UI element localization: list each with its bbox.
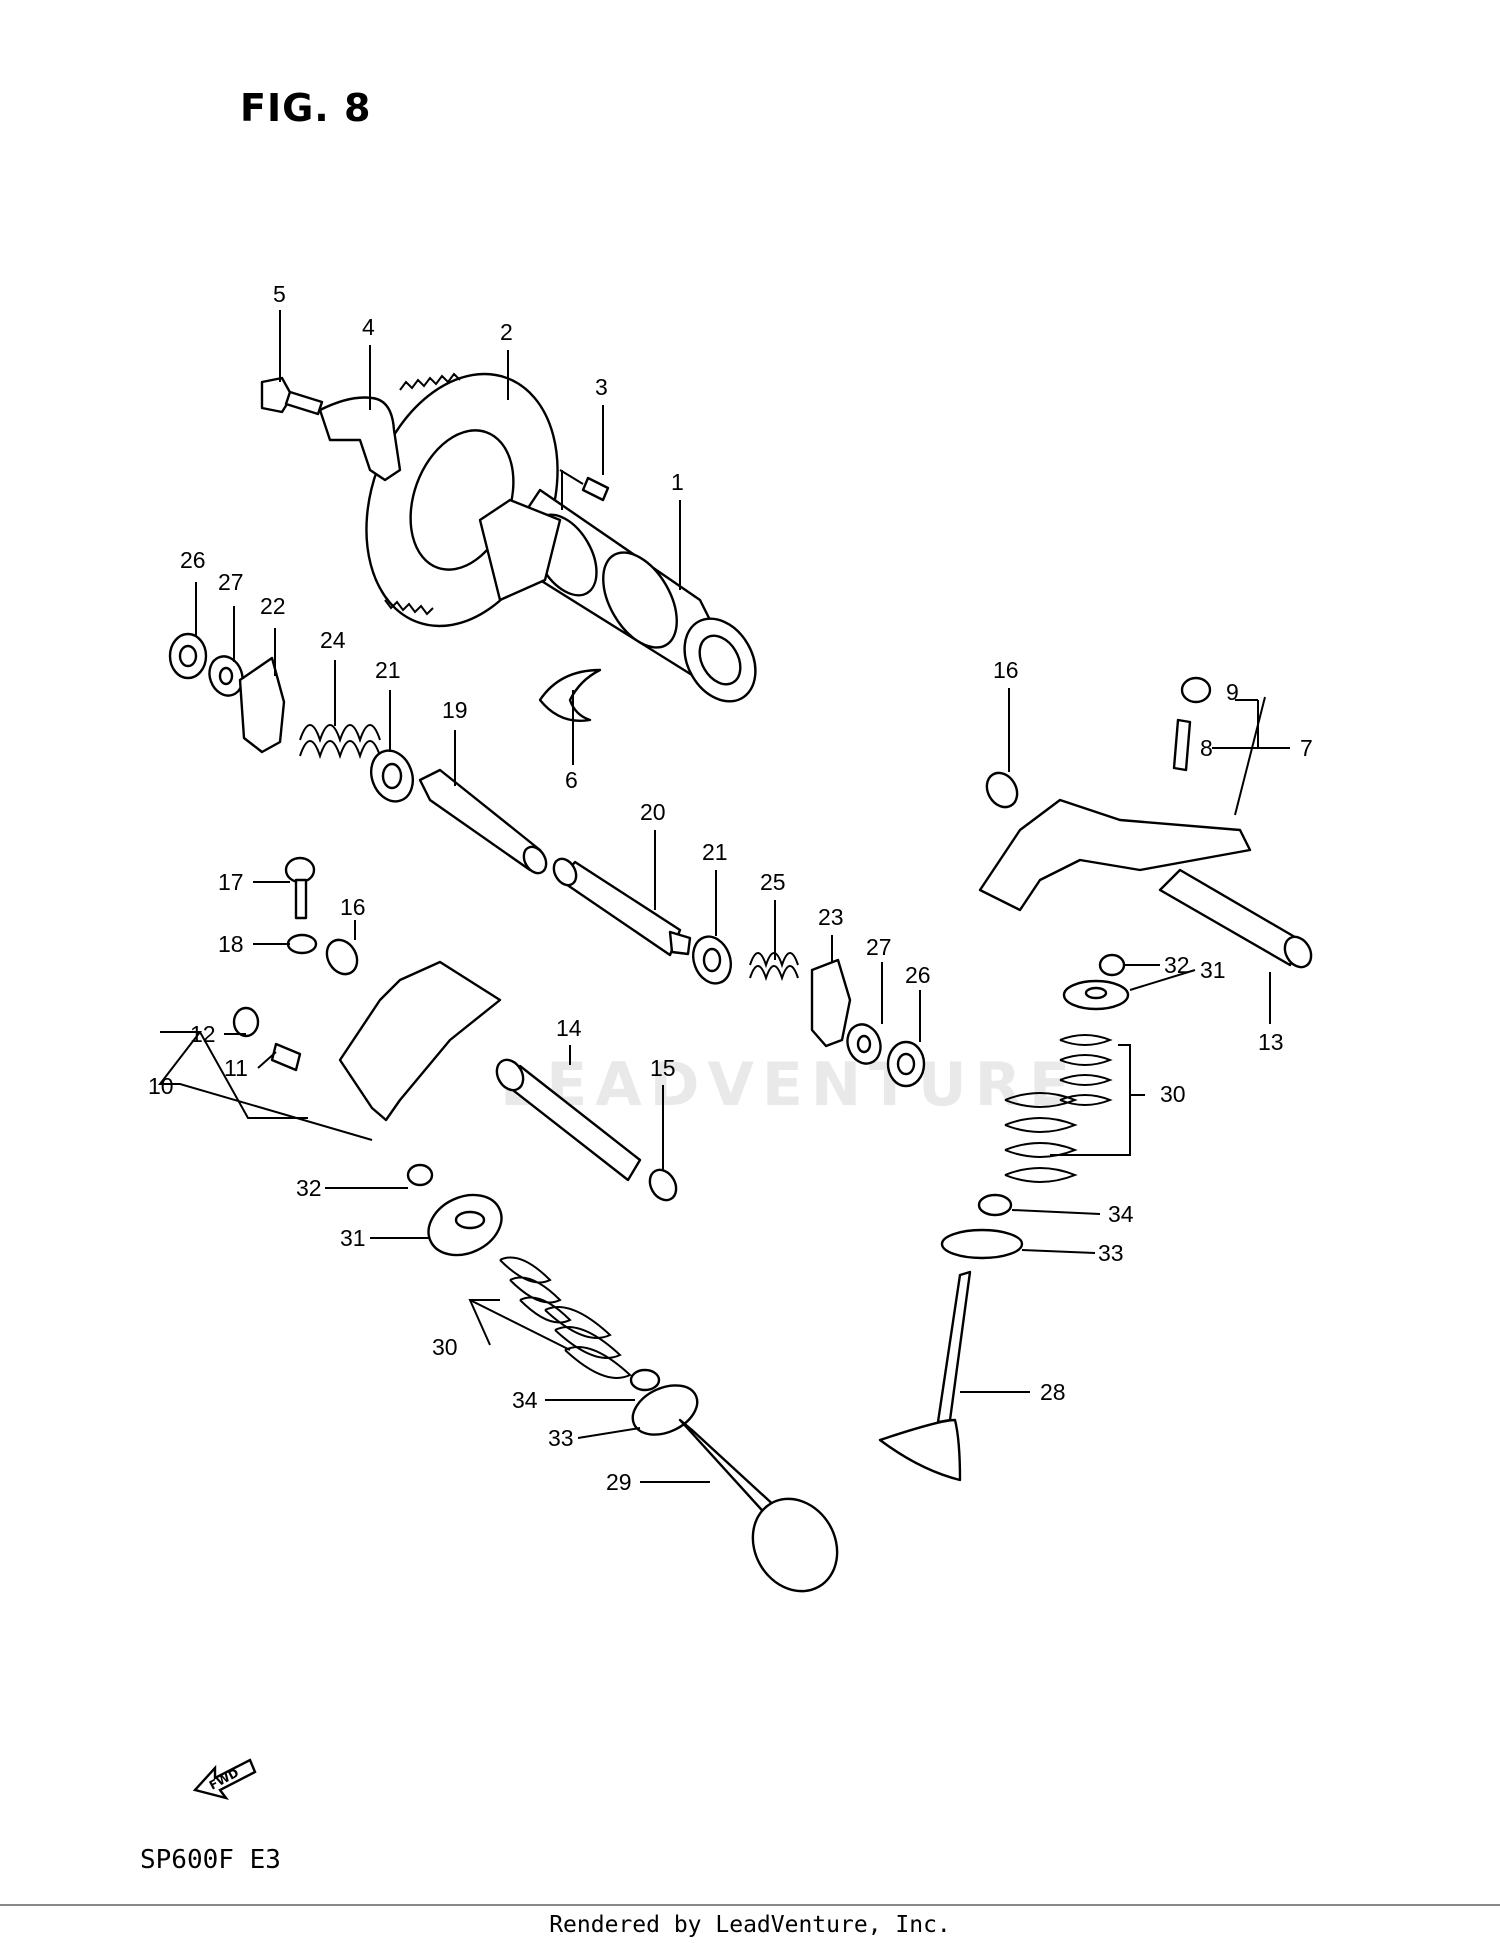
callout-6: 6 — [565, 767, 578, 793]
callout-29: 29 — [606, 1469, 632, 1495]
callout-30-left: 30 — [432, 1334, 458, 1360]
nut-12 — [232, 1006, 260, 1038]
callout-15: 15 — [650, 1055, 676, 1081]
adjuster-8 — [1172, 718, 1192, 772]
watermark-text: LEADVENTURE — [500, 1050, 1078, 1120]
fwd-arrow-icon: FWD — [192, 1758, 257, 1801]
cam-plate — [318, 396, 402, 482]
callout-34-left: 34 — [512, 1387, 538, 1413]
callout-9: 9 — [1226, 679, 1239, 705]
callout-31-right: 31 — [1200, 957, 1226, 983]
callout-10: 10 — [148, 1073, 174, 1099]
callout-8: 8 — [1200, 735, 1213, 761]
callout-7: 7 — [1300, 735, 1313, 761]
seal-21-right — [691, 935, 733, 985]
valve-springs-30-right — [1004, 1034, 1113, 1183]
callout-27b: 27 — [866, 934, 892, 960]
callout-13: 13 — [1258, 1029, 1284, 1055]
callout-1: 1 — [671, 469, 684, 495]
seat-33-right — [940, 1228, 1024, 1260]
figure-title: FIG. 8 — [240, 86, 372, 130]
rocker-arm-10 — [338, 960, 502, 1122]
callout-27: 27 — [218, 569, 244, 595]
callout-30-right: 30 — [1160, 1081, 1186, 1107]
retainer-31-right — [1062, 979, 1130, 1011]
nut-26-left — [168, 632, 208, 680]
callout-28: 28 — [1040, 1379, 1066, 1405]
leader-lines — [157, 310, 1290, 1483]
callout-14: 14 — [556, 1015, 582, 1041]
callout-34-right: 34 — [1108, 1201, 1134, 1227]
callout-12: 12 — [190, 1021, 216, 1047]
washer-27-right — [846, 1023, 882, 1065]
callout-21: 21 — [375, 657, 401, 683]
o-ring-15 — [648, 1168, 678, 1202]
retainer-31-left — [427, 1193, 503, 1257]
callout-18: 18 — [218, 931, 244, 957]
callout-24: 24 — [320, 627, 346, 653]
plate-22 — [238, 656, 286, 754]
shaft-13 — [1158, 868, 1313, 969]
washer-16-right — [985, 771, 1019, 809]
callout-33-left: 33 — [548, 1425, 574, 1451]
bolt-17 — [284, 856, 316, 920]
callout-26b: 26 — [905, 962, 931, 988]
callout-20: 20 — [640, 799, 666, 825]
callout-21b: 21 — [702, 839, 728, 865]
rocker-arm-7 — [978, 798, 1252, 912]
cotter-32-left — [406, 1163, 434, 1187]
callout-5: 5 — [273, 281, 286, 307]
callout-16-left: 16 — [340, 894, 366, 920]
callout-22: 22 — [260, 593, 286, 619]
callout-3: 3 — [595, 374, 608, 400]
callout-11: 11 — [224, 1055, 248, 1081]
footer-text: Rendered by LeadVenture, Inc. — [549, 1912, 951, 1938]
seal-21-left — [370, 749, 414, 803]
callout-labels: 5 4 2 3 1 26 27 22 24 21 19 6 20 21 25 2… — [148, 281, 1313, 1495]
camshaft — [478, 488, 757, 703]
washer-18 — [286, 933, 318, 955]
circlip — [538, 668, 602, 722]
shaft-19 — [418, 768, 548, 875]
callout-25: 25 — [760, 869, 786, 895]
callout-17: 17 — [218, 869, 244, 895]
washer-16-left — [325, 938, 359, 976]
callout-33-right: 33 — [1098, 1240, 1124, 1266]
exhaust-valve-28 — [878, 1270, 972, 1482]
dowel-pin — [559, 469, 610, 510]
callout-16-right: 16 — [993, 657, 1019, 683]
callout-32-right: 32 — [1164, 952, 1190, 978]
shaft-14 — [495, 1058, 642, 1182]
seal-34-left — [629, 1368, 661, 1392]
callout-4: 4 — [362, 314, 375, 340]
callout-23: 23 — [818, 904, 844, 930]
intake-valve-29 — [678, 1418, 839, 1593]
nut-26-right — [886, 1040, 926, 1088]
callout-19: 19 — [442, 697, 468, 723]
valve-springs-30-left — [499, 1256, 632, 1379]
washer-27-left — [208, 655, 244, 697]
plate-23 — [810, 958, 852, 1048]
nut-9 — [1180, 676, 1212, 704]
callout-32-left: 32 — [296, 1175, 322, 1201]
model-code: SP600F E3 — [140, 1845, 281, 1875]
shaft-20 — [552, 857, 692, 957]
callout-31-left: 31 — [340, 1225, 366, 1251]
adjuster-11 — [270, 1042, 302, 1072]
seal-34-right — [977, 1193, 1013, 1217]
cotter-32-right — [1098, 953, 1126, 977]
footer: Rendered by LeadVenture, Inc. — [0, 1904, 1500, 1943]
callout-2: 2 — [500, 319, 513, 345]
callout-26: 26 — [180, 547, 206, 573]
spring-24 — [299, 724, 381, 760]
bolt — [260, 376, 324, 416]
